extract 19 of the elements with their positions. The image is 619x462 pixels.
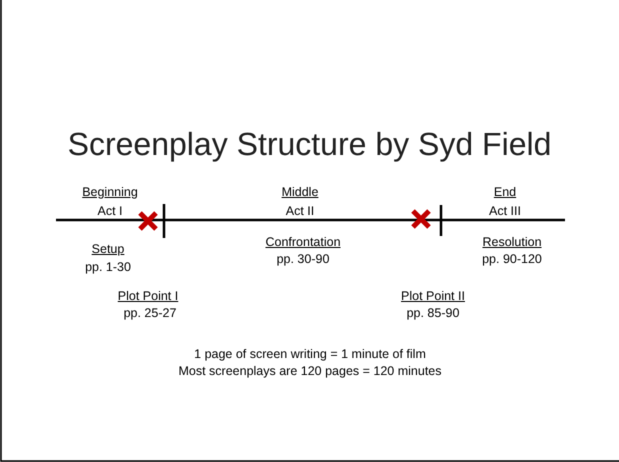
note-text: Most screenplays are 120 pages = 120 minutes	[178, 364, 442, 378]
section-heading: End	[494, 185, 516, 199]
section-label: pp. 25-27	[124, 306, 176, 320]
section-heading: Confrontation	[265, 235, 341, 249]
note-text: 1 page of screen writing = 1 minute of film	[194, 347, 426, 361]
section-heading: Plot Point I	[118, 289, 178, 303]
section-label: Act II	[286, 204, 314, 218]
section-label: pp. 30-90	[276, 252, 330, 266]
slide-title: Screenplay Structure by Syd Field	[66, 126, 552, 163]
section-heading: Resolution	[482, 235, 542, 249]
section-heading: Beginning	[82, 185, 138, 199]
section-heading: Middle	[282, 185, 318, 199]
section-label: pp. 1-30	[85, 260, 131, 274]
section-label: pp. 90-120	[482, 252, 542, 266]
section-heading: Plot Point II	[401, 289, 465, 303]
section-label: pp. 85-90	[406, 306, 460, 320]
section-label: Act III	[489, 204, 521, 218]
section-heading: Setup	[92, 242, 124, 256]
section-label: Act I	[98, 204, 122, 218]
